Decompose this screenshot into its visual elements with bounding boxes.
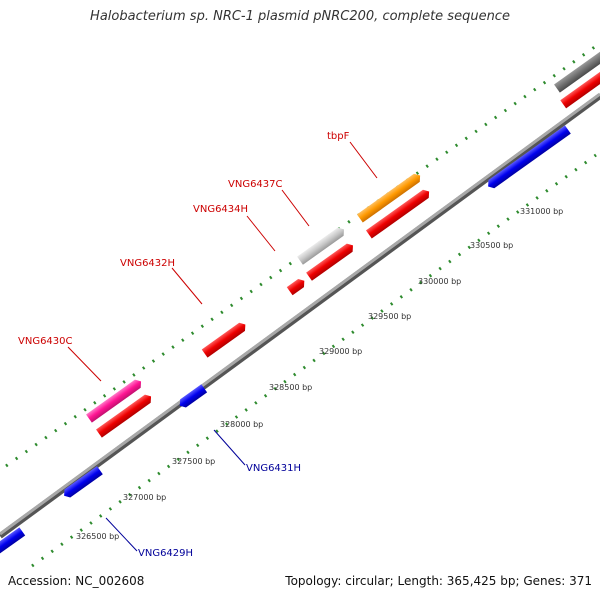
feature-arrow xyxy=(96,394,152,438)
leader-line-VNG6434H xyxy=(246,215,276,252)
gene-feature-VNG6431H[interactable] xyxy=(177,384,208,410)
leader-line-VNG6429H xyxy=(105,517,138,552)
gene-feature-VNG6434H[interactable] xyxy=(286,277,307,296)
scale-label: 328000 bp xyxy=(220,420,263,429)
outer-tick-track xyxy=(5,44,597,468)
leader-line-VNG6437C xyxy=(281,189,310,227)
leader-line-VNG6432H xyxy=(171,267,203,305)
scale-label: 329500 bp xyxy=(368,312,411,321)
feature-arrow xyxy=(297,227,344,265)
genome-backbone xyxy=(0,92,600,539)
feature-arrow xyxy=(201,322,246,358)
gene-feature[interactable] xyxy=(306,241,356,281)
feature-arrow xyxy=(356,173,421,223)
gene-feature[interactable] xyxy=(365,187,432,239)
gene-label-tbpF[interactable]: tbpF xyxy=(327,131,350,142)
gene-feature-VNG6430C[interactable] xyxy=(86,377,144,423)
gene-label-VNG6437C[interactable]: VNG6437C xyxy=(228,179,283,190)
gene-feature[interactable] xyxy=(554,47,600,93)
tick-marks xyxy=(31,153,597,568)
leader-line-tbpF xyxy=(349,141,378,179)
backbone-shadow xyxy=(0,93,600,539)
feature-arrow xyxy=(306,243,353,281)
gene-feature[interactable] xyxy=(485,125,571,190)
gene-feature-tbpF[interactable] xyxy=(356,171,423,223)
tick-marks xyxy=(5,44,597,468)
feature-arrow xyxy=(560,69,600,109)
gene-label-VNG6431H[interactable]: VNG6431H xyxy=(246,463,301,474)
scale-label: 330500 bp xyxy=(470,241,513,250)
feature-arrow xyxy=(86,379,142,423)
scale-label: 327500 bp xyxy=(172,457,215,466)
forward-strand-genes xyxy=(86,47,600,438)
reverse-strand-genes xyxy=(0,125,571,558)
gene-label-VNG6430C[interactable]: VNG6430C xyxy=(18,336,73,347)
gene-feature-VNG6432H[interactable] xyxy=(201,320,249,358)
genome-summary-text: Topology: circular; Length: 365,425 bp; … xyxy=(285,574,592,588)
scale-label: 328500 bp xyxy=(269,383,312,392)
scale-label: 329000 bp xyxy=(319,347,362,356)
gene-feature[interactable] xyxy=(0,527,26,558)
leader-line-VNG6430C xyxy=(67,346,102,382)
leader-line-VNG6431H xyxy=(213,429,246,466)
gene-feature-VNG6429H[interactable] xyxy=(61,466,103,500)
feature-arrow xyxy=(179,384,208,408)
gene-label-VNG6429H[interactable]: VNG6429H xyxy=(138,548,193,559)
backbone-line xyxy=(0,92,600,536)
feature-arrow xyxy=(286,279,305,296)
scale-label: 331000 bp xyxy=(520,207,563,216)
feature-arrow xyxy=(64,466,103,498)
gene-feature[interactable] xyxy=(96,392,154,438)
gene-feature-VNG6437C[interactable] xyxy=(297,225,347,265)
feature-arrow xyxy=(365,189,430,239)
map-title: Halobacterium sp. NRC-1 plasmid pNRC200,… xyxy=(90,9,510,24)
accession-text: Accession: NC_002608 xyxy=(8,574,145,588)
scale-label: 326500 bp xyxy=(76,532,119,541)
scale-label: 327000 bp xyxy=(123,493,166,502)
feature-arrow xyxy=(0,527,26,557)
gene-feature[interactable] xyxy=(560,68,600,109)
feature-arrow xyxy=(554,49,600,93)
feature-arrow xyxy=(488,125,571,189)
inner-tick-track xyxy=(31,153,597,568)
scale-label: 330000 bp xyxy=(418,277,461,286)
gene-label-VNG6432H[interactable]: VNG6432H xyxy=(120,258,175,269)
gene-label-VNG6434H[interactable]: VNG6434H xyxy=(193,204,248,215)
